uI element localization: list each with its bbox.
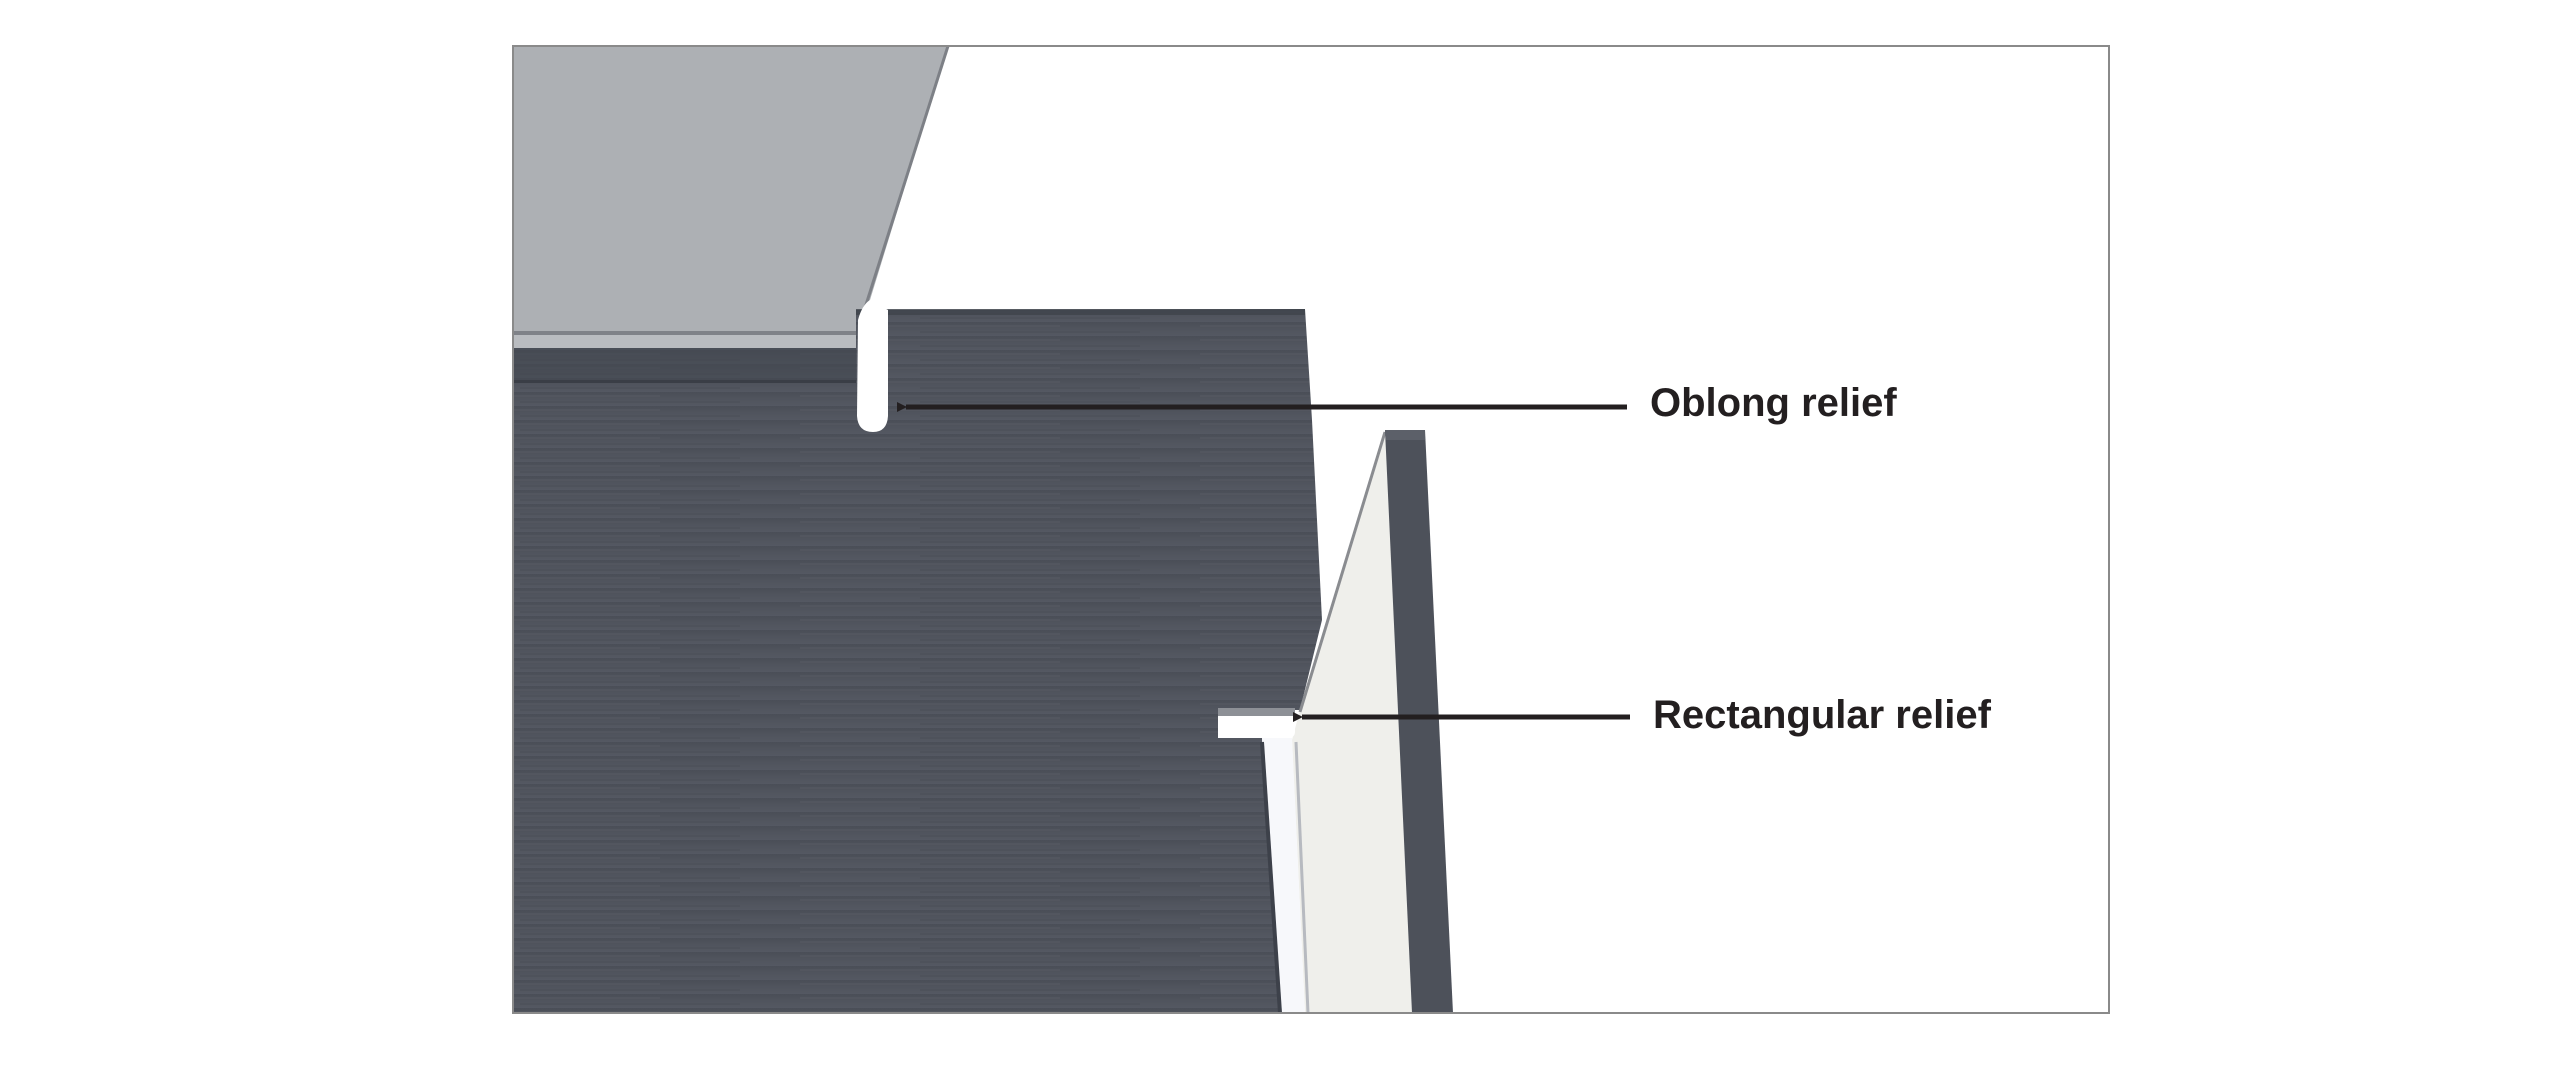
figure-frame xyxy=(512,45,2110,1014)
bend-strip xyxy=(1260,738,1310,1014)
side-wall-panel xyxy=(1292,431,1412,1013)
side-flange xyxy=(1385,430,1453,1013)
rectangular-relief-cutout xyxy=(1218,708,1295,738)
oblong-relief-label: Oblong relief xyxy=(1650,381,1897,425)
main-plate xyxy=(512,309,1322,1013)
rectangular-relief-label: Rectangular relief xyxy=(1653,693,1991,737)
oblong-relief-cutout xyxy=(857,300,888,432)
upper-flange xyxy=(512,45,950,348)
